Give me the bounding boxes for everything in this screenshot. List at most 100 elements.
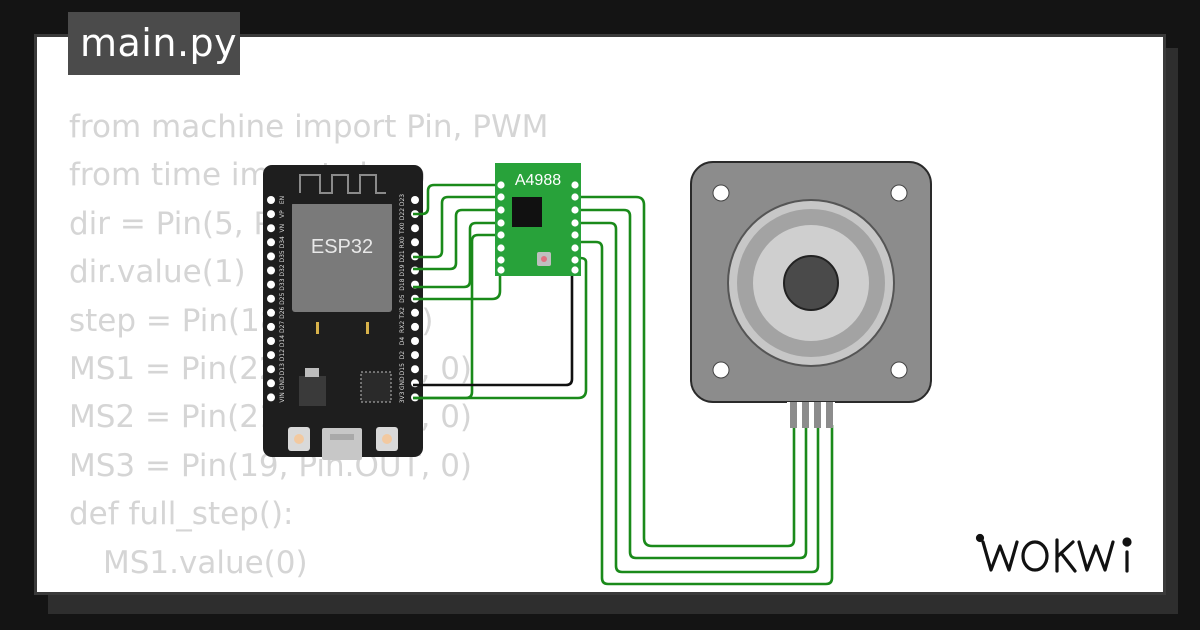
driver-pin[interactable] bbox=[497, 219, 505, 227]
esp32-pin-label: D21 bbox=[399, 250, 406, 262]
driver-pin[interactable] bbox=[497, 266, 505, 274]
regulator-chip bbox=[299, 376, 326, 406]
a4988-label: A4988 bbox=[515, 172, 561, 189]
esp32-pin-label: D26 bbox=[279, 306, 286, 318]
wire-3v3-vdd bbox=[413, 256, 588, 400]
mount-hole bbox=[890, 184, 908, 202]
a4988-driver[interactable]: A4988 bbox=[495, 163, 581, 276]
esp32-pin-hole[interactable] bbox=[411, 351, 419, 360]
driver-pin[interactable] bbox=[497, 244, 505, 252]
wire-coil-1a bbox=[574, 221, 820, 574]
esp32-pin-hole[interactable] bbox=[411, 365, 419, 374]
esp32-pin-hole[interactable] bbox=[411, 337, 419, 345]
wire-coil-2a bbox=[574, 208, 808, 560]
esp32-pin-hole[interactable] bbox=[267, 294, 275, 303]
esp32-pin-hole[interactable] bbox=[411, 322, 419, 331]
wire-d18 bbox=[413, 221, 500, 289]
esp32-pin-hole[interactable] bbox=[267, 252, 275, 261]
esp32-pin-hole[interactable] bbox=[267, 238, 275, 247]
esp32-pin-label: GND bbox=[399, 376, 406, 390]
esp32-pin-label: VP bbox=[279, 210, 286, 218]
esp32-pin-label: TX0 bbox=[399, 222, 406, 235]
driver-pin[interactable] bbox=[571, 181, 579, 189]
mount-hole bbox=[712, 184, 730, 202]
driver-pin[interactable] bbox=[497, 206, 505, 214]
esp32-pin-hole[interactable] bbox=[267, 308, 275, 317]
esp32-pin-label: 3V3 bbox=[399, 391, 406, 403]
esp32-pin-label: D13 bbox=[279, 363, 286, 375]
esp32-pin-label: VN bbox=[279, 224, 286, 233]
esp32-pin-label: D23 bbox=[399, 194, 406, 206]
driver-pin[interactable] bbox=[571, 219, 579, 227]
wokwi-logo bbox=[975, 533, 1132, 573]
esp32-pin-label: D19 bbox=[399, 264, 406, 276]
esp32-pin-label: D32 bbox=[279, 264, 286, 276]
esp32-pin-label: GND bbox=[279, 376, 286, 390]
driver-pin[interactable] bbox=[571, 244, 579, 252]
driver-pin[interactable] bbox=[497, 256, 505, 264]
esp32-pin-hole[interactable] bbox=[267, 379, 275, 388]
esp32-pin-hole[interactable] bbox=[267, 210, 275, 219]
motor-shaft bbox=[783, 255, 839, 311]
esp32-pin-label: D15 bbox=[399, 363, 406, 375]
code-line: MS1.value(0) bbox=[103, 544, 308, 581]
code-line: from machine import Pin, PWM bbox=[69, 109, 549, 145]
esp32-pin-hole[interactable] bbox=[267, 322, 275, 331]
esp32-pin-hole[interactable] bbox=[267, 266, 275, 275]
code-line: dir.value(1) bbox=[69, 254, 246, 291]
esp32-pin-hole[interactable] bbox=[267, 196, 275, 204]
esp32-label: ESP32 bbox=[311, 236, 373, 258]
driver-pin[interactable] bbox=[571, 193, 579, 201]
esp32-pin-hole[interactable] bbox=[267, 351, 275, 360]
esp32-pin-hole[interactable] bbox=[267, 365, 275, 374]
esp32-pin-label: D2 bbox=[399, 351, 406, 360]
mount-hole bbox=[712, 361, 730, 379]
file-tab[interactable]: main.py bbox=[68, 12, 240, 75]
wire-d22 bbox=[413, 183, 500, 216]
esp32-pin-label: D14 bbox=[279, 335, 286, 347]
usb-port bbox=[322, 428, 362, 460]
driver-pin[interactable] bbox=[497, 193, 505, 201]
esp32-left-pin-header: ENVPVND34D35D32D33D25D26D27D14D12D13GNDV… bbox=[267, 196, 286, 403]
stepper-motor[interactable] bbox=[690, 161, 932, 428]
driver-chip bbox=[512, 197, 542, 227]
esp32-pin-hole[interactable] bbox=[411, 196, 419, 204]
wire-coil-1b bbox=[574, 240, 834, 586]
esp32-pin-label: D27 bbox=[279, 321, 286, 333]
esp32-pin-label: RX0 bbox=[399, 236, 406, 248]
esp32-pin-hole[interactable] bbox=[411, 238, 419, 247]
esp32-pin-label: D5 bbox=[399, 294, 406, 303]
esp32-pin-hole[interactable] bbox=[267, 337, 275, 345]
driver-pin[interactable] bbox=[571, 231, 579, 239]
driver-pin[interactable] bbox=[571, 206, 579, 214]
esp32-pin-hole[interactable] bbox=[267, 224, 275, 233]
esp32-pin-label: D33 bbox=[279, 278, 286, 290]
driver-left-pins bbox=[497, 181, 505, 274]
code-line: def full_step(): bbox=[69, 496, 294, 533]
driver-pin[interactable] bbox=[571, 266, 579, 274]
driver-right-pins bbox=[571, 181, 579, 274]
esp32-pin-hole[interactable] bbox=[411, 224, 419, 233]
esp32-pin-label: D34 bbox=[279, 236, 286, 248]
esp32-pin-hole[interactable] bbox=[267, 393, 275, 402]
wire-gnd bbox=[413, 268, 574, 387]
driver-pin[interactable] bbox=[571, 256, 579, 264]
esp32-pin-label: D35 bbox=[279, 250, 286, 262]
wire-d21 bbox=[413, 195, 500, 259]
driver-pin[interactable] bbox=[497, 231, 505, 239]
driver-pin[interactable] bbox=[497, 181, 505, 189]
esp32-pin-label: D4 bbox=[399, 337, 406, 346]
esp32-board[interactable]: ESP32 ENVPVND34D35D32D33D25D26D27D14D12D… bbox=[263, 165, 423, 460]
esp32-pin-label: EN bbox=[279, 196, 286, 204]
wires bbox=[413, 183, 834, 586]
esp32-pin-label: TX2 bbox=[399, 307, 406, 320]
wire-d19 bbox=[413, 208, 500, 271]
esp32-pin-label: D18 bbox=[399, 278, 406, 290]
esp32-pin-hole[interactable] bbox=[411, 308, 419, 317]
wire-coil-2b bbox=[574, 195, 796, 548]
usb-serial-chip bbox=[360, 371, 392, 403]
esp32-pin-label: D22 bbox=[399, 208, 406, 220]
esp32-pin-hole[interactable] bbox=[267, 280, 275, 289]
